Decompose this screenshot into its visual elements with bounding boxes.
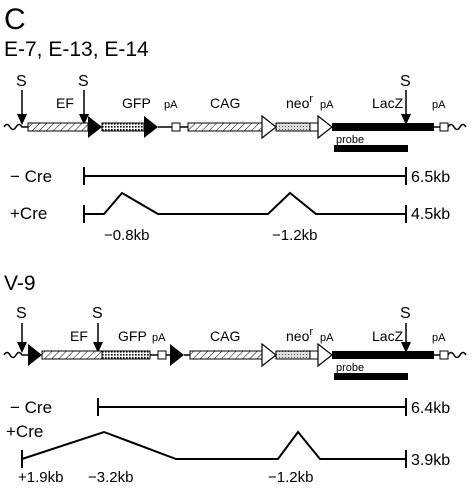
label-lacz: LacZ: [372, 328, 404, 344]
label-ef: EF: [70, 328, 88, 344]
genomic-flank-left: [3, 123, 28, 131]
deletion-size: −3.2kb: [88, 469, 133, 486]
deletion-size: −0.8kb: [104, 227, 149, 244]
gfp-box: [101, 350, 151, 360]
pa-box: [157, 350, 167, 360]
panel-label: C: [4, 3, 26, 36]
loxp-site-open: [317, 114, 333, 140]
restriction-site-arrow: [17, 323, 27, 353]
clone-names: V-9: [4, 272, 36, 295]
plus-cre-fragment: [21, 430, 407, 468]
loxp-site-filled: [28, 344, 42, 366]
gfp-box: [101, 122, 145, 132]
label-neo: neor: [286, 326, 313, 344]
clone-names: E-7, E-13, E-14: [4, 38, 149, 61]
label-pa1: pA: [164, 99, 178, 111]
label-neo: neor: [286, 93, 313, 111]
loxp-site-filled: [170, 344, 184, 366]
plus-cre-size: 3.9kb: [411, 452, 450, 469]
lacz-box: [332, 123, 434, 131]
deletion-size: +1.9kb: [18, 469, 63, 486]
loxp-site-filled: [88, 116, 102, 138]
probe-bar: [334, 145, 408, 152]
neo-box: [275, 122, 311, 132]
label-pa2: pA: [320, 99, 334, 111]
ef-promoter-box: [41, 350, 103, 360]
restriction-site-arrow: [17, 90, 27, 125]
label-gfp: GFP: [118, 328, 147, 344]
lacz-box: [332, 351, 434, 359]
cag-promoter-box: [189, 350, 263, 360]
label-gfp: GFP: [122, 95, 151, 111]
minus-cre-label: − Cre: [10, 167, 52, 186]
minus-cre-fragment: [83, 167, 407, 185]
loxp-site-open: [261, 114, 277, 140]
loxp-site-filled: [144, 116, 158, 138]
label-pa1: pA: [152, 332, 166, 344]
plus-cre-label: +Cre: [10, 204, 47, 223]
pa-box: [171, 122, 181, 132]
restriction-site-arrow: [401, 323, 411, 353]
pa-box: [309, 350, 319, 360]
restriction-site-label: S: [92, 305, 103, 322]
label-pa3: pA: [432, 332, 446, 344]
genomic-flank-right: [447, 351, 467, 359]
construct-top: E-7, E-13, E-14 S S S EF GFP pA CAG neor…: [3, 38, 467, 244]
loxp-site-open: [317, 342, 333, 368]
construct-bottom: V-9 S S S EF GFP pA CAG neor pA LacZ pA: [3, 272, 467, 486]
pa-box: [439, 122, 449, 132]
label-cag: CAG: [210, 95, 240, 111]
restriction-site-label: S: [16, 73, 27, 90]
minus-cre-size: 6.5kb: [411, 169, 450, 186]
minus-cre-label: − Cre: [10, 398, 52, 417]
cag-promoter-box: [187, 122, 263, 132]
label-lacz: LacZ: [372, 95, 404, 111]
loxp-site-open: [261, 342, 277, 368]
label-ef: EF: [56, 95, 74, 111]
restriction-site-arrow: [93, 323, 103, 353]
pa-box: [309, 122, 319, 132]
ef-promoter-box: [27, 122, 89, 132]
deletion-size: −1.2kb: [272, 227, 317, 244]
plus-cre-label: +Cre: [6, 422, 43, 441]
restriction-site-label: S: [16, 305, 27, 322]
restriction-site-arrow: [401, 90, 411, 125]
plus-cre-size: 4.5kb: [411, 206, 450, 223]
restriction-site-label: S: [400, 73, 411, 90]
deletion-size: −1.2kb: [268, 469, 313, 486]
label-probe: probe: [336, 362, 364, 374]
restriction-site-label: S: [400, 305, 411, 322]
neo-box: [275, 350, 311, 360]
label-cag: CAG: [210, 328, 240, 344]
label-pa3: pA: [432, 99, 446, 111]
genomic-flank-left: [3, 351, 28, 359]
minus-cre-size: 6.4kb: [411, 400, 450, 417]
restriction-site-arrow: [79, 90, 89, 125]
pa-box: [439, 350, 449, 360]
probe-bar: [334, 373, 408, 380]
plus-cre-fragment: [83, 191, 407, 223]
label-probe: probe: [336, 134, 364, 146]
restriction-site-label: S: [78, 73, 89, 90]
genomic-flank-right: [447, 123, 467, 131]
label-pa2: pA: [320, 332, 334, 344]
minus-cre-fragment: [97, 398, 407, 416]
